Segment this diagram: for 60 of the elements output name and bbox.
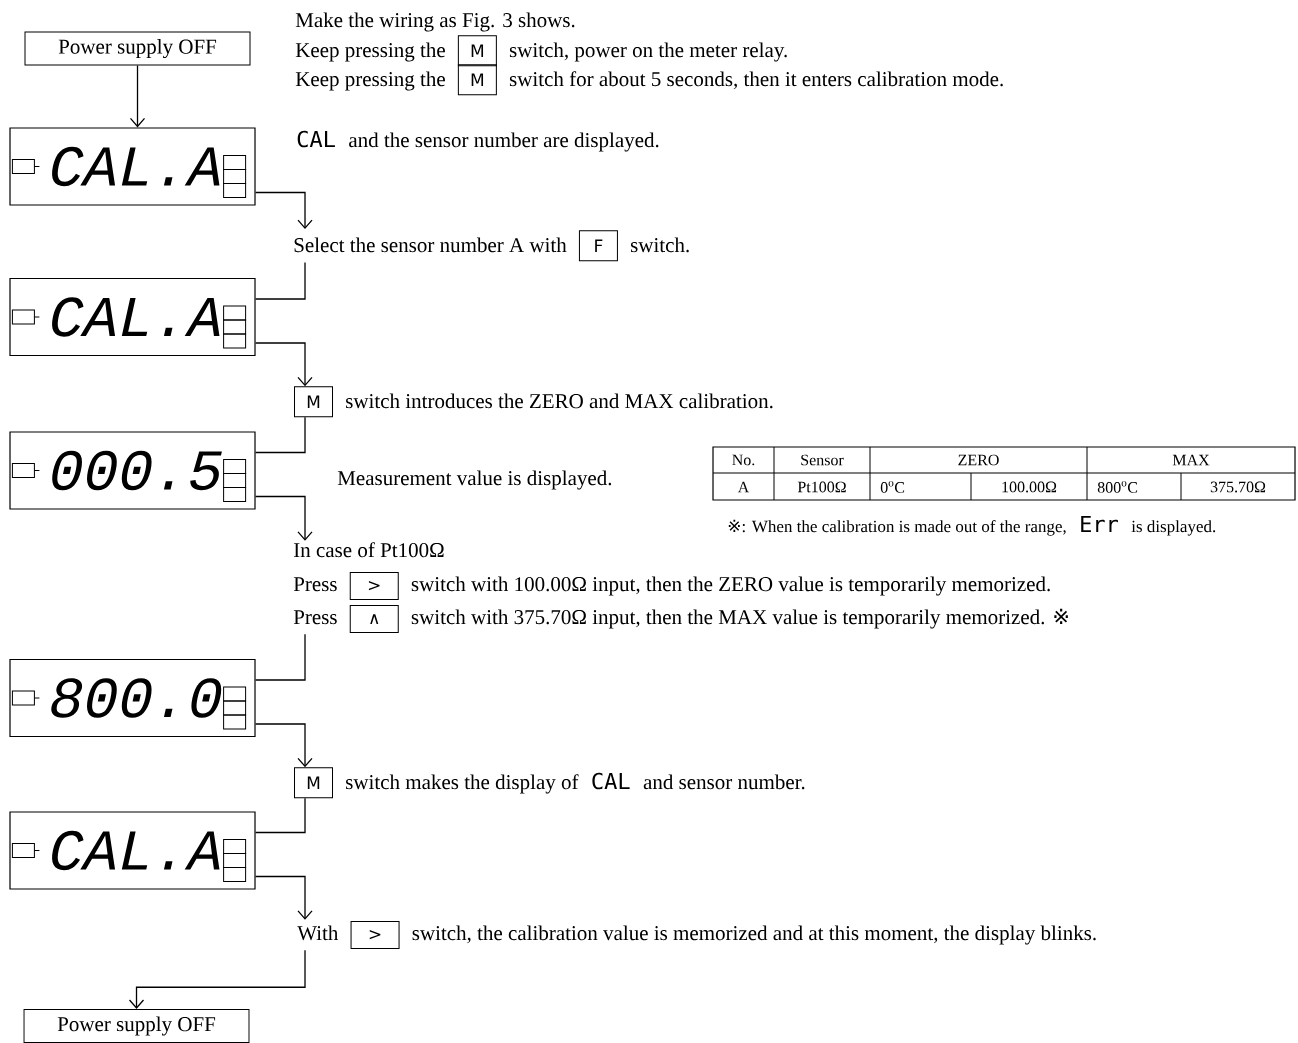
table-cell: Sensor: [801, 454, 844, 466]
segment-display: CAL.A: [9, 127, 256, 206]
arrow: [254, 342, 313, 387]
instruction-text: switch makes the display of: [346, 774, 579, 794]
segment-symbol: CAL: [592, 772, 630, 790]
terminal-box: Power supply OFF: [24, 31, 251, 66]
table-cell: 0$^{o}$C: [880, 481, 905, 493]
instruction-text: Select the sensor number A with: [294, 237, 567, 253]
arrow: [254, 723, 313, 768]
key-box: ∧: [349, 605, 399, 634]
instruction-text: Keep pressing the: [295, 42, 445, 62]
instruction-text: Press: [293, 577, 337, 592]
instruction-text: Press: [293, 610, 337, 625]
segment-display: 000.5: [9, 431, 256, 510]
instruction-text: switch.: [631, 237, 689, 253]
instruction-text: switch with 375.70Ω input, then the MAX value is temporarily memorized. ※: [411, 608, 1068, 629]
instruction-text: switch introduces the ZERO and MAX calibration.: [346, 393, 773, 409]
arrow: [254, 191, 313, 230]
instruction-text: switch for about 5 seconds, then it enters calibration mode.: [509, 71, 1003, 90]
key-box: M: [294, 386, 333, 418]
footnote: ※: When the calibration is made out of the range,: [728, 519, 1066, 536]
table-cell: 100.00Ω: [1002, 481, 1057, 493]
arrow: [129, 64, 146, 128]
terminal-box: Power supply OFF: [23, 1009, 250, 1043]
segment-display: CAL.A: [9, 277, 256, 357]
arrow: [254, 495, 313, 541]
segment-display: 800.0: [9, 658, 256, 738]
table-cell: MAX: [1172, 454, 1210, 466]
table-cell: No.: [732, 454, 755, 466]
table-cell: Pt100Ω: [797, 481, 846, 493]
instruction-text: With: [297, 925, 339, 941]
segment-display: CAL.A: [9, 811, 256, 890]
table-cell: 375.70Ω: [1210, 481, 1266, 493]
instruction-text: switch, power on the meter relay.: [509, 42, 787, 62]
arrow: [128, 949, 306, 1009]
instruction-text: switch with 100.00Ω input, then the ZERO value is temporarily memorized.: [411, 576, 1050, 596]
key-box: M: [457, 35, 497, 67]
instruction-text: Measurement value is displayed.: [337, 470, 612, 490]
table-cell: 800$^{o}$C: [1097, 481, 1138, 493]
connector-line: [254, 261, 306, 300]
connector-line: [254, 797, 306, 834]
key-box: F: [578, 230, 618, 262]
footnote: is displayed.: [1131, 520, 1216, 536]
key-box: >: [349, 572, 399, 601]
instruction-text: and sensor number.: [643, 774, 805, 790]
instruction-text: Make the wiring as Fig. 3 shows.: [295, 12, 575, 32]
table-cell: A: [737, 481, 750, 493]
instruction-text: Keep pressing the: [295, 71, 445, 91]
arrow: [254, 875, 313, 920]
instruction-text: In case of Pt100Ω: [293, 542, 444, 558]
key-box: >: [350, 921, 400, 950]
instruction-text: and the sensor number are displayed.: [349, 132, 659, 152]
key-box: M: [457, 64, 497, 96]
segment-symbol: CAL: [297, 130, 335, 148]
connector-line: [254, 416, 306, 454]
instruction-text: switch, the calibration value is memorized and at this moment, the display blinks.: [412, 925, 1096, 945]
table-cell: ZERO: [958, 454, 999, 466]
connector-line: [254, 633, 306, 681]
key-box: M: [294, 767, 333, 799]
segment-symbol: Err: [1081, 515, 1118, 532]
